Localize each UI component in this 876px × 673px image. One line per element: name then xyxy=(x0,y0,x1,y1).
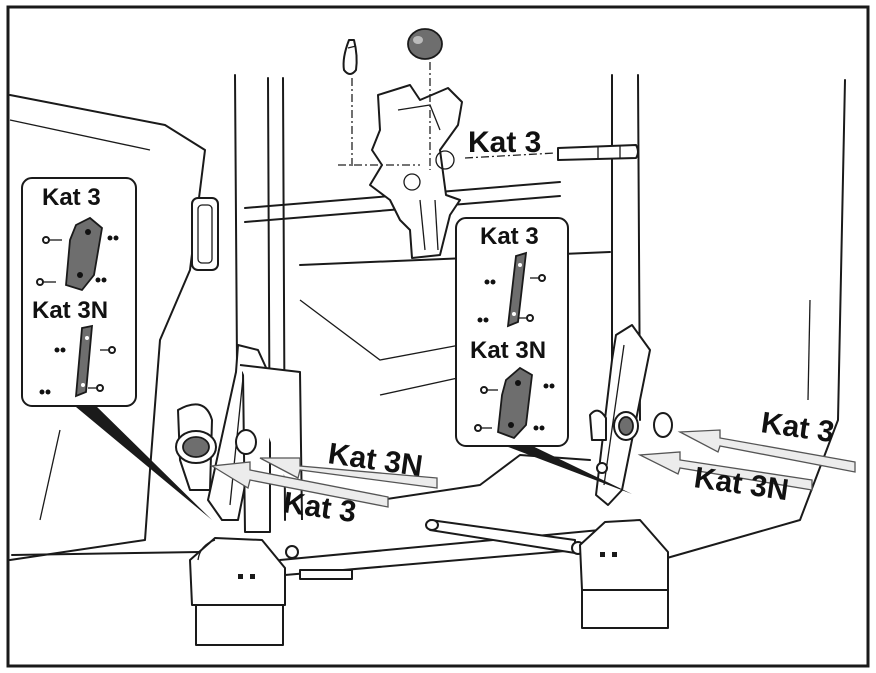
arrow-right-upper xyxy=(677,429,856,473)
latch-clip xyxy=(342,39,358,75)
ball-end xyxy=(407,28,443,60)
step-plate xyxy=(299,569,353,580)
left-lift-arm xyxy=(175,344,303,559)
center-inset-panel: Kat 3 Kat 3N xyxy=(455,217,569,447)
center-inset-pointer xyxy=(495,440,632,494)
center-inset-title-kat3n: Kat 3N xyxy=(470,337,546,364)
left-inset-title-kat3n: Kat 3N xyxy=(32,297,108,324)
arrow-left-upper xyxy=(259,457,438,489)
right-foot-block xyxy=(579,519,669,629)
arrow-right-lower xyxy=(637,451,813,491)
top-pin-label: Kat 3 xyxy=(468,126,541,159)
left-inset-panel: Kat 3 Kat 3N xyxy=(21,177,137,407)
side-grip xyxy=(191,197,219,271)
arrow-left-lower xyxy=(210,461,389,508)
left-inset-title-kat3: Kat 3 xyxy=(42,184,101,211)
left-foot-block xyxy=(189,537,286,646)
left-inset-pointer xyxy=(70,402,212,520)
top-pin xyxy=(557,144,639,161)
center-inset-title-kat3: Kat 3 xyxy=(480,223,539,250)
right-lift-arm xyxy=(571,324,673,555)
top-hook-assembly xyxy=(369,84,463,259)
